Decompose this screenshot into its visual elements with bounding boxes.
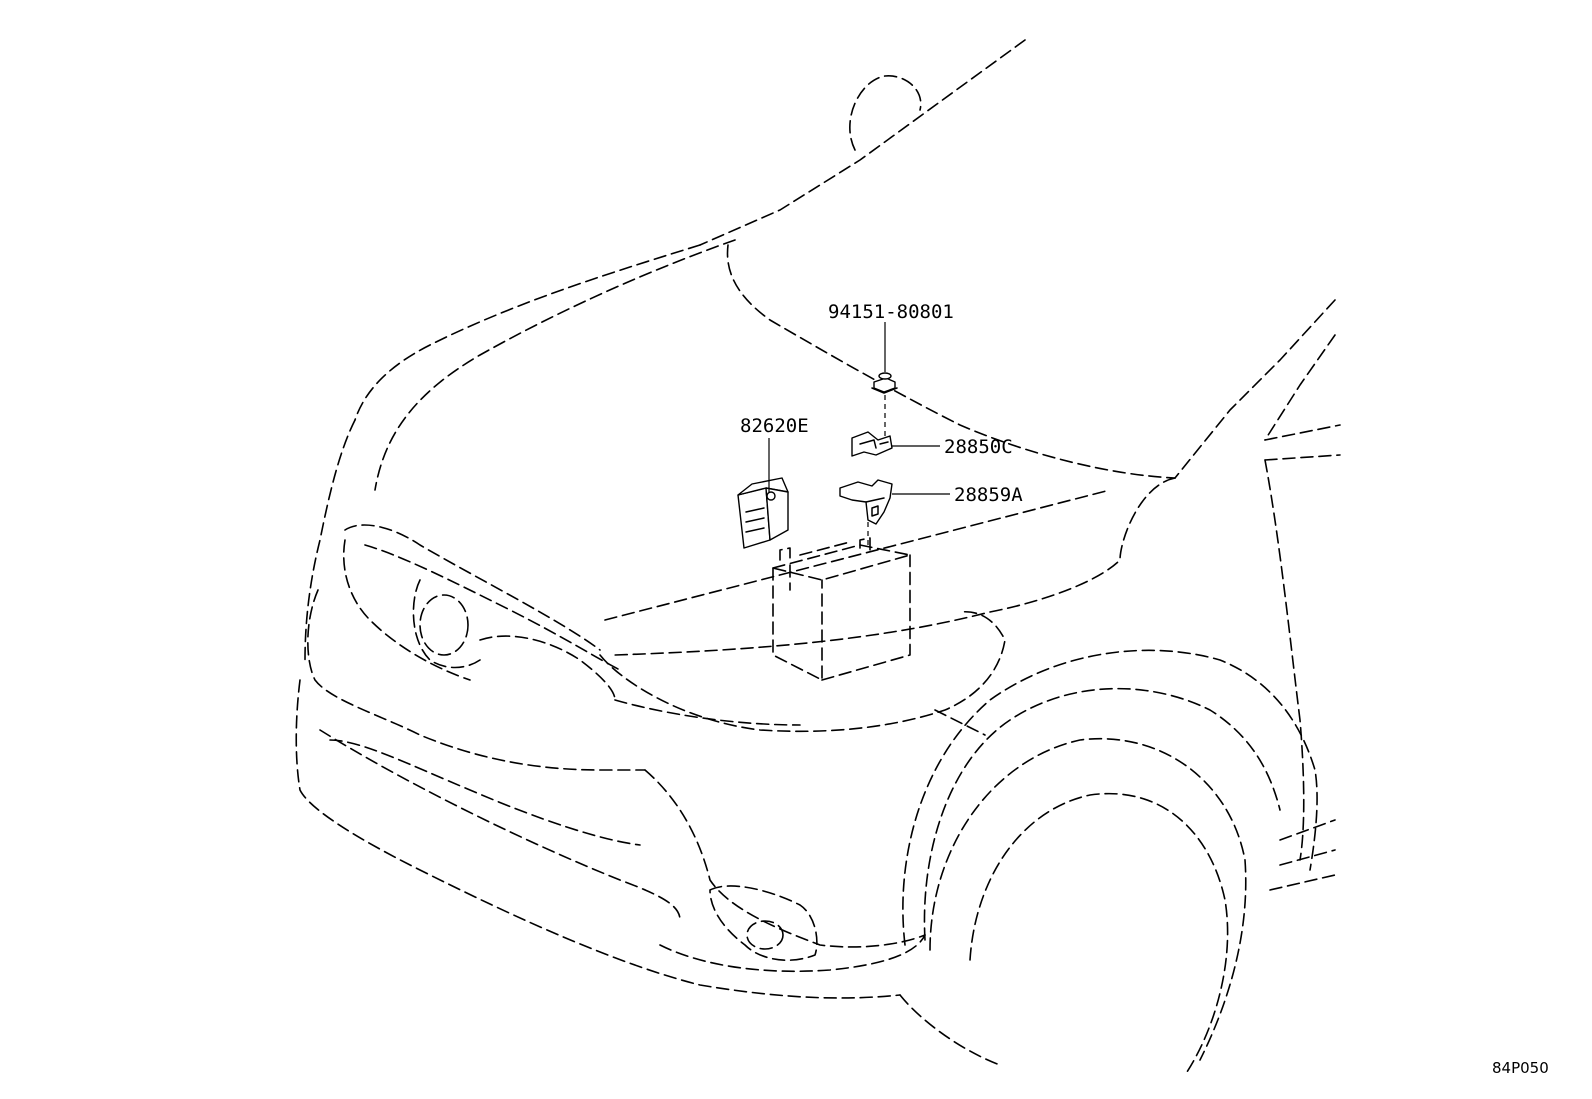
- upper-grille-bar: [479, 635, 616, 701]
- bracket-lower-part: [839, 479, 893, 525]
- battery-terminal-right: [859, 537, 871, 551]
- bracket-upper-part: [851, 431, 893, 457]
- hood-top-line: [354, 244, 701, 421]
- battery-front: [772, 567, 823, 681]
- fog-lamp-housing: [709, 885, 818, 961]
- relay-block-part: [737, 477, 789, 549]
- relay-block-detail-1: [745, 507, 765, 513]
- rocker-line-3: [1269, 874, 1336, 891]
- lower-intake-outline: [329, 739, 641, 846]
- hood-inner-line: [374, 239, 736, 491]
- bumper-crease: [319, 729, 681, 921]
- wheel-arch-inner: [923, 687, 1281, 941]
- bumper-side-line: [644, 769, 926, 948]
- rocker-line-2: [1279, 849, 1336, 866]
- grille-upper-outline: [344, 524, 601, 651]
- emblem-surround: [412, 579, 481, 669]
- callout-bracket-upper: 28850C: [944, 436, 1013, 458]
- emblem-outline: [419, 594, 469, 656]
- headlamp-lower: [614, 699, 801, 726]
- relay-block-top: [737, 477, 789, 496]
- body-side-line: [1264, 459, 1305, 861]
- headlamp-outline: [599, 611, 1006, 733]
- hood-ridge-line: [726, 244, 1176, 479]
- battery-phantom: [772, 537, 911, 681]
- pillar-line: [1264, 334, 1336, 441]
- wheel-arch-outline: [902, 649, 1318, 946]
- battery-terminal-left: [779, 547, 791, 561]
- windshield-line: [699, 39, 1026, 246]
- fender-edge-line-2: [1264, 454, 1341, 461]
- bracket-upper-body: [851, 431, 893, 457]
- vehicle-outline: [295, 39, 1341, 1076]
- callout-bracket-lower: 28859A: [954, 484, 1023, 506]
- fender-edge-line: [1264, 424, 1341, 441]
- battery-clamp: [799, 541, 851, 556]
- hood-shut-line: [604, 489, 1111, 621]
- bumper-lower-line: [295, 679, 901, 999]
- bumper-upper-line: [307, 589, 646, 771]
- tire-bottom-line: [899, 994, 1001, 1066]
- bracket-upper-detail: [879, 441, 889, 445]
- grille-inner-line: [364, 544, 621, 671]
- illustration-code: 84P050: [1492, 1059, 1549, 1077]
- relay-block-detail-2: [745, 517, 765, 523]
- rocker-line: [1279, 819, 1336, 841]
- mirror-outline: [849, 75, 922, 151]
- nut-top: [878, 372, 892, 380]
- grille-lower-outline: [342, 539, 471, 681]
- left-fascia-line: [304, 419, 356, 661]
- nut-flange: [871, 387, 898, 394]
- bracket-upper-tab: [859, 439, 877, 449]
- fender-top-line: [1174, 299, 1336, 479]
- bracket-lower-hole: [871, 505, 879, 517]
- callout-nut: 94151-80801: [828, 301, 954, 323]
- relay-block-detail-3: [745, 527, 765, 533]
- tire-outline: [929, 738, 1247, 1061]
- bracket-lower-flange: [865, 497, 885, 503]
- hood-front-edge: [614, 477, 1176, 656]
- battery-side: [821, 554, 911, 681]
- callout-relay-block: 82620E: [740, 415, 809, 437]
- relay-block-front: [737, 487, 771, 549]
- tire-inner-outline: [969, 792, 1229, 1076]
- battery-top: [772, 544, 911, 581]
- bumper-bottom-line: [659, 934, 926, 973]
- relay-block-terminal: [766, 491, 776, 501]
- relay-block-side: [765, 487, 789, 541]
- fender-lower-line: [934, 709, 986, 736]
- nut-part: [871, 372, 898, 394]
- fog-lamp-outline: [746, 920, 784, 950]
